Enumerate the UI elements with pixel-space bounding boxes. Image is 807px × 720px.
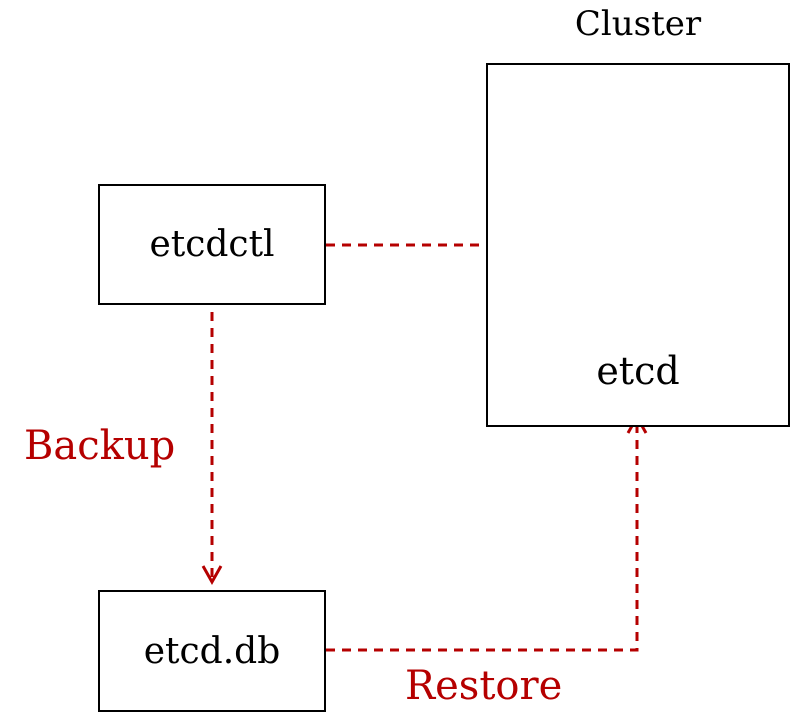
cluster-box	[486, 63, 790, 427]
etcdctl-label: etcdctl	[149, 224, 275, 265]
etcd-db-label: etcd.db	[143, 630, 281, 672]
cluster-title: Cluster	[574, 4, 702, 44]
restore-arrow	[326, 413, 648, 652]
backup-arrow	[201, 312, 223, 586]
restore-label: Restore	[405, 663, 563, 709]
etcdctl-box: etcdctl	[98, 184, 326, 305]
backup-label: Backup	[24, 423, 176, 469]
etcd-node-label: etcd	[596, 349, 680, 393]
etcd-db-box: etcd.db	[98, 590, 326, 712]
